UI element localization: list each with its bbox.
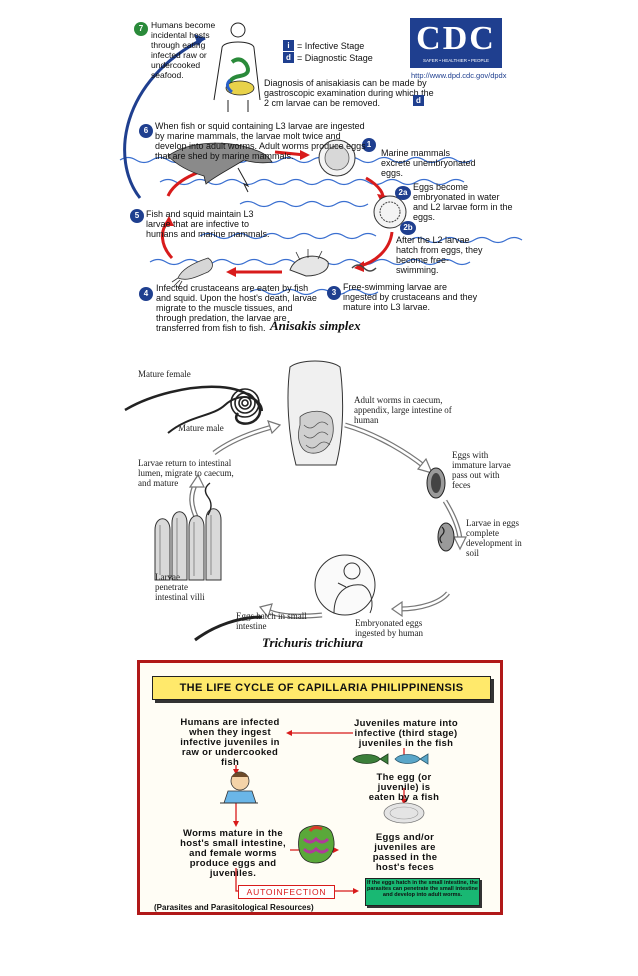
anisakis-caption: Anisakis simplex xyxy=(270,318,361,333)
eggs-hatch-label: Eggs hatch in small intestine xyxy=(236,611,307,631)
stage-7-badge: 7 xyxy=(134,22,148,36)
capillaria-title: THE LIFE CYCLE OF CAPILLARIA PHILIPPINEN… xyxy=(179,682,464,694)
larvae-return-label: Larvae return to intestinal lumen, migra… xyxy=(138,458,234,488)
anisakis-artwork xyxy=(119,22,523,296)
stage-7-text: Humans become incidental hosts through e… xyxy=(151,20,216,80)
larvae-eggs-label: Larvae in eggs complete development in s… xyxy=(466,518,522,558)
cdc-logo: CDC SAFER • HEALTHIER • PEOPLE xyxy=(410,18,502,68)
cdc-logo-text: CDC xyxy=(416,20,496,57)
eggs-immature-label: Eggs with immature larvae pass out with … xyxy=(452,450,511,490)
mature-female-label: Mature female xyxy=(138,369,191,379)
mature-male-label: Mature male xyxy=(178,423,224,433)
stage-6-text: When fish or squid containing L3 larvae … xyxy=(155,121,366,161)
embryonated-label: Embryonated eggs ingested by human xyxy=(355,618,423,638)
diagnostic-stage-badge: d xyxy=(283,52,294,63)
stage-6-badge: 6 xyxy=(139,124,153,138)
stage-1-text: Marine mammals excrete unembryonated egg… xyxy=(381,148,476,178)
eggs-passed-text: Eggs and/or juveniles are passed in the … xyxy=(372,832,438,873)
diagnosis-text: Diagnosis of anisakiasis can be made by … xyxy=(264,78,434,108)
autoinfection-label: AUTOINFECTION xyxy=(246,887,327,897)
autoinfection-note: If the eggs hatch in the small intestine… xyxy=(367,880,478,898)
infective-stage-badge: i xyxy=(283,40,294,51)
stage-5-badge: 5 xyxy=(130,209,144,223)
legend-diagnostic: = Diagnostic Stage xyxy=(297,53,373,63)
autoinfection-note-box: If the eggs hatch in the small intestine… xyxy=(365,878,480,906)
autoinfection-box: AUTOINFECTION xyxy=(238,885,335,899)
stage-2b-badge: 2b xyxy=(400,221,416,235)
trichuris-panel: Mature female Mature male Adult worms in… xyxy=(0,355,638,655)
juveniles-mature-text: Juveniles mature into infective (third s… xyxy=(354,718,458,749)
capillaria-artwork xyxy=(220,730,429,894)
egg-eaten-text: The egg (or juvenile) is eaten by a fish xyxy=(368,772,440,803)
larvae-penetrate-label: Larvae penetrate intestinal villi xyxy=(155,572,205,602)
stage-3-badge: 3 xyxy=(327,286,341,300)
stage-3-text: Free-swimming larvae are ingested by cru… xyxy=(343,282,478,312)
stage-2a-text: Eggs become embryonated in water and L2 … xyxy=(413,182,513,222)
humans-infected-text: Humans are infected when they ingest inf… xyxy=(180,717,280,768)
stage-2b-text: After the L2 larvae hatch from eggs, the… xyxy=(396,235,483,275)
trichuris-caption: Trichuris trichiura xyxy=(262,635,364,650)
cdc-url[interactable]: http://www.dpd.cdc.gov/dpdx xyxy=(411,71,507,80)
stage-2a-badge: 2a xyxy=(395,186,411,200)
trichuris-artwork xyxy=(124,360,467,642)
diagnosis-badge: d xyxy=(413,95,424,106)
legend-infective: = Infective Stage xyxy=(297,41,365,51)
anisakis-panel: 7 6 1 2a 2b 5 4 3 Humans become incident… xyxy=(0,0,638,340)
stage-5-text: Fish and squid maintain L3 larvae that a… xyxy=(146,209,270,239)
capillaria-source: (Parasites and Parasitological Resources… xyxy=(154,903,314,912)
cdc-tagline: SAFER • HEALTHIER • PEOPLE xyxy=(422,58,490,63)
worms-mature-text: Worms mature in the host's small intesti… xyxy=(180,828,286,879)
stage-4-text: Infected crustaceans are eaten by fish a… xyxy=(156,283,317,333)
capillaria-title-box: THE LIFE CYCLE OF CAPILLARIA PHILIPPINEN… xyxy=(152,676,491,700)
adult-worms-label: Adult worms in caecum, appendix, large i… xyxy=(354,395,452,425)
stage-4-badge: 4 xyxy=(139,287,153,301)
capillaria-panel: THE LIFE CYCLE OF CAPILLARIA PHILIPPINEN… xyxy=(137,660,503,915)
stage-1-badge: 1 xyxy=(362,138,376,152)
